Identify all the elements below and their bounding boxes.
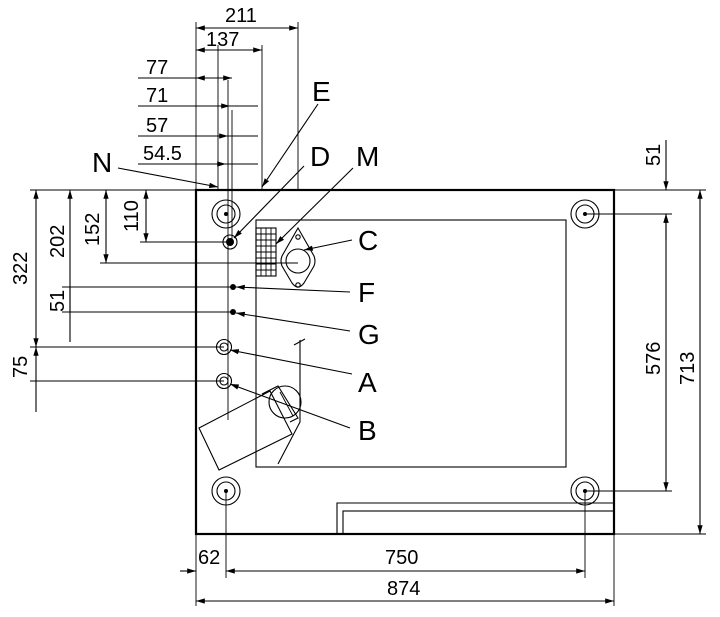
dim-57: 57 [146, 115, 168, 137]
burner-assembly [198, 338, 306, 471]
dim-62: 62 [198, 547, 220, 569]
dim-137: 137 [206, 29, 239, 51]
label-g: G [358, 319, 380, 350]
bottom-dimensions: 62 750 874 [180, 491, 615, 606]
mounting-foot-top-left [211, 199, 241, 229]
dim-51-left: 51 [47, 290, 69, 312]
right-dimensions: 51 576 713 [585, 140, 706, 535]
grid-m [255, 227, 277, 277]
dim-152: 152 [82, 213, 104, 246]
label-m: M [356, 141, 379, 172]
dim-874: 874 [387, 578, 420, 600]
dim-75: 75 [10, 356, 32, 378]
inner-chamber [255, 219, 567, 468]
label-d: D [310, 141, 330, 172]
dim-54-5: 54.5 [143, 143, 182, 165]
left-dimensions: 322 202 152 110 51 75 [10, 189, 298, 412]
dim-322: 322 [10, 252, 32, 285]
dim-750: 750 [385, 547, 418, 569]
dim-576: 576 [643, 342, 665, 375]
flange-c [280, 226, 316, 288]
dim-110: 110 [121, 200, 143, 232]
top-dimensions: 211 137 77 71 57 54.5 [138, 5, 299, 190]
label-f: F [358, 277, 375, 308]
dim-713: 713 [677, 352, 699, 385]
label-n: N [92, 147, 112, 178]
dim-77: 77 [146, 57, 168, 79]
label-a: A [358, 367, 377, 398]
label-c: C [358, 225, 378, 256]
dim-202: 202 [47, 225, 69, 258]
label-e: E [312, 76, 331, 107]
dim-51-right: 51 [643, 144, 665, 166]
dim-211: 211 [225, 5, 257, 27]
label-b: B [358, 415, 377, 446]
base-plate-outline [194, 188, 616, 536]
callout-labels: N E D M C F G A B [92, 76, 380, 446]
dim-71: 71 [146, 85, 168, 107]
